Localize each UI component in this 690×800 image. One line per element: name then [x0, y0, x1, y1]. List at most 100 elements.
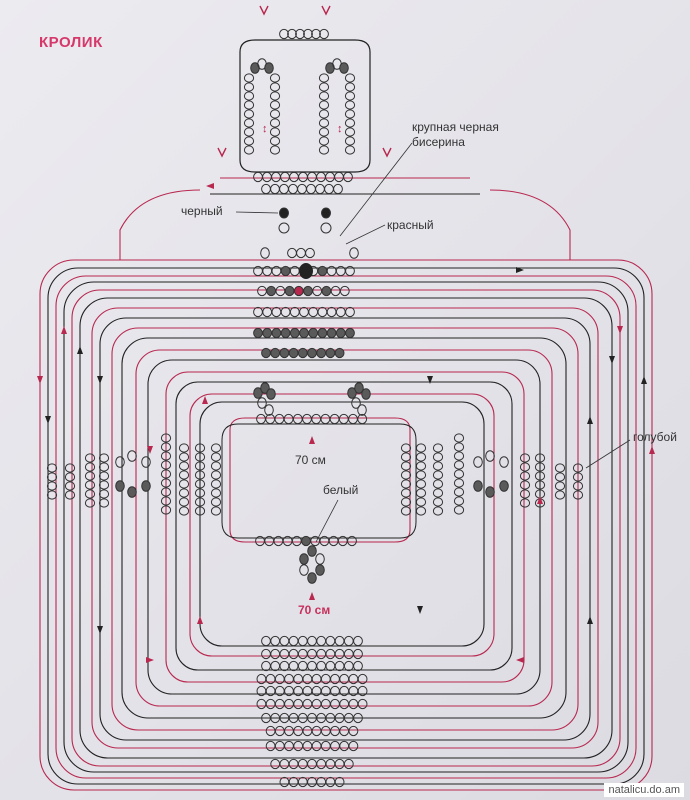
bead: [499, 456, 509, 468]
bead: [178, 497, 190, 507]
bead: [325, 347, 336, 359]
bead: [344, 91, 356, 101]
bead: [289, 327, 300, 339]
bead: [318, 136, 330, 146]
bead: [316, 660, 327, 672]
bead: [194, 470, 206, 480]
bead: [343, 171, 353, 183]
bead: [243, 82, 255, 92]
bead: [296, 247, 306, 259]
bead: [98, 480, 110, 490]
bead: [269, 127, 281, 137]
bead: [257, 397, 267, 409]
bead: [335, 306, 346, 318]
wire-loop: [111, 327, 579, 731]
wire-loop: [147, 359, 541, 695]
bead: [253, 387, 263, 399]
bead: [243, 118, 255, 128]
bead: [338, 413, 349, 425]
wire-path: [489, 189, 571, 260]
bead: [279, 347, 290, 359]
label-red: красный: [387, 218, 434, 232]
bead: [344, 100, 356, 110]
bead: [353, 635, 363, 647]
bead: [115, 456, 125, 468]
bead: [519, 471, 531, 481]
bead: [400, 488, 412, 498]
bead: [160, 469, 172, 479]
bead: [210, 479, 222, 489]
bead: [279, 635, 290, 647]
label-blue: голубой: [633, 430, 677, 444]
bead: [317, 265, 328, 277]
bead: [210, 497, 222, 507]
bead: [351, 397, 361, 409]
bead: [295, 28, 305, 40]
bead: [316, 171, 326, 183]
label-large-black-bead: крупная черная бисерина: [412, 120, 499, 149]
bead: [321, 285, 332, 297]
bead: [299, 327, 309, 339]
bead: [534, 480, 546, 490]
bead: [432, 497, 444, 507]
bead: [98, 489, 110, 499]
leader-line: [339, 142, 413, 237]
bead: [46, 481, 58, 491]
direction-arrow: [97, 626, 103, 634]
bead: [330, 285, 341, 297]
bead: [453, 451, 465, 461]
bead: [269, 109, 281, 119]
bead: [243, 100, 255, 110]
bead: [330, 740, 340, 752]
bead: [339, 740, 350, 752]
bead: [335, 327, 346, 339]
bead: [485, 450, 495, 462]
bead: [243, 136, 255, 146]
bead: [453, 469, 465, 479]
bead: [348, 698, 359, 710]
bead: [311, 740, 322, 752]
bead: [292, 413, 303, 425]
bead: [299, 306, 309, 318]
large-black-bead: [299, 263, 313, 279]
bead: [330, 725, 340, 737]
bead: [115, 480, 125, 492]
bead: [554, 481, 566, 491]
direction-arrow: [37, 376, 43, 384]
bead: [307, 648, 317, 660]
bead: [329, 413, 340, 425]
bead: [269, 82, 281, 92]
bead: [298, 171, 308, 183]
bead: [348, 725, 359, 737]
end-arrow-icon: [217, 147, 227, 158]
bead: [274, 725, 285, 737]
bead: [519, 453, 531, 463]
bead: [357, 673, 368, 685]
bead: [334, 660, 345, 672]
bead: [344, 82, 356, 92]
bead: [400, 461, 412, 471]
bead: [453, 433, 465, 443]
bead: [339, 62, 349, 74]
bead: [297, 776, 308, 788]
bead: [269, 145, 281, 155]
bead: [194, 497, 206, 507]
bead: [269, 100, 281, 110]
bead: [98, 453, 110, 463]
direction-arrow: [617, 326, 623, 334]
bead: [64, 490, 76, 500]
bead: [347, 535, 357, 547]
eye-ring: [320, 222, 332, 234]
bead: [534, 453, 546, 463]
bead: [194, 452, 206, 462]
bead: [325, 171, 335, 183]
bead: [284, 725, 294, 737]
direction-arrow: [202, 396, 208, 404]
bead: [400, 479, 412, 489]
bead: [357, 404, 367, 416]
bead: [432, 452, 444, 462]
bead: [334, 758, 345, 770]
wire-loop: [91, 307, 599, 749]
bead: [288, 648, 299, 660]
